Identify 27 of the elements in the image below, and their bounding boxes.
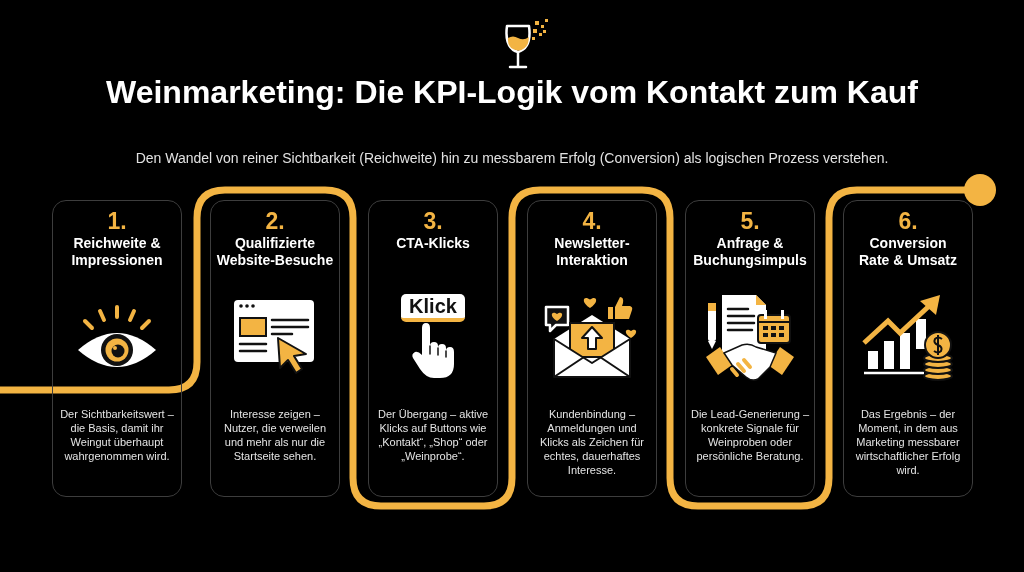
step-card — [527, 200, 657, 497]
step-number: 2. — [265, 208, 285, 235]
step-card — [52, 200, 182, 497]
step-card — [843, 200, 973, 497]
title: Weinmarketing: Die KPI-Logik vom Kontakt zum Kauf — [106, 73, 918, 111]
step-title: Qualifizierte Website-Besuche — [215, 235, 335, 269]
step-card — [685, 200, 815, 497]
step-description: Das Ergebnis – der Moment, in dem aus Marketing messbarer wirtschaftlicher Erfolg wird. — [854, 407, 962, 477]
step-number: 5. — [740, 208, 760, 235]
step-description: Kundenbindung – Anmeldungen und Klicks als Zeichen für echtes, dauerhaftes Interesse. — [539, 407, 645, 477]
step-description: Der Übergang – aktive Klicks auf Buttons wie „Kontakt“, „Shop“ oder „Weinprobe“. — [376, 407, 490, 463]
step-description: Die Lead-Generierung – konkrete Signale für Weinproben oder persönliche Beratung. — [690, 407, 810, 463]
step-title: Reichweite & Impressionen — [70, 235, 164, 269]
button-illustration: Klick — [401, 294, 465, 322]
step-card — [368, 200, 498, 497]
step-title: CTA-Klicks — [396, 235, 470, 252]
step-description: Interesse zeigen – Nutzer, die verweilen und mehr als nur die Startseite sehen. — [222, 407, 328, 463]
step-title: Newsletter-Interaktion — [553, 235, 631, 269]
step-description: Der Sichtbarkeitswert – die Basis, damit ihr Weingut überhaupt wahrgenommen wird. — [59, 407, 175, 463]
step-title: Conversion Rate & Umsatz — [858, 235, 958, 269]
step-number: 4. — [582, 208, 602, 235]
step-number: 3. — [423, 208, 443, 235]
subtitle: Den Wandel von reiner Sichtbarkeit (Reichweite) hin zu messbarem Erfolg (Conversion) als logischen Prozess verstehen. — [135, 149, 889, 167]
step-title: Anfrage & Buchungsimpuls — [692, 235, 808, 269]
step-number: 6. — [898, 208, 918, 235]
step-card — [210, 200, 340, 497]
step-number: 1. — [107, 208, 127, 235]
